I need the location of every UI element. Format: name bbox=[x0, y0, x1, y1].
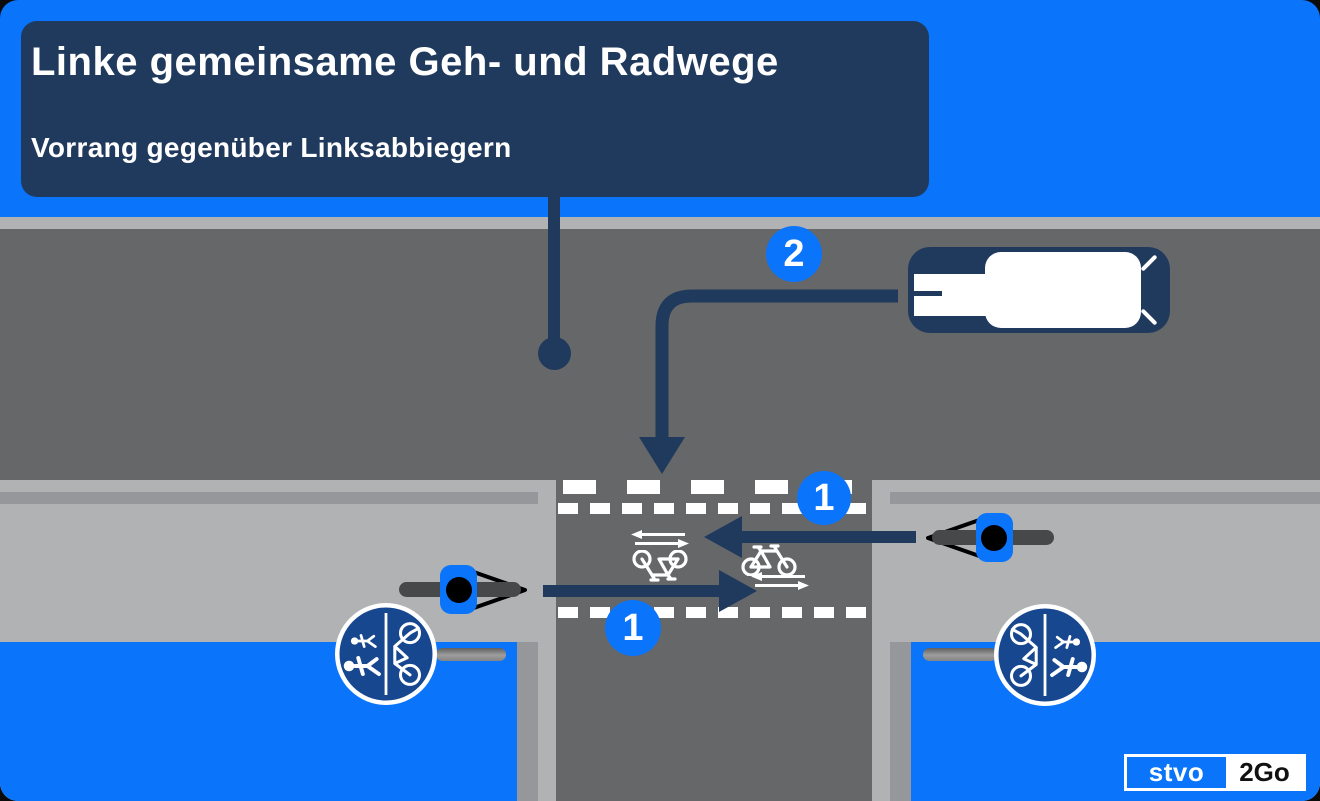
logo-part-stvo: stvo bbox=[1127, 757, 1226, 788]
cyclist-arrow-from-right bbox=[704, 516, 916, 558]
badge-label: 1 bbox=[622, 606, 644, 649]
curb-side-road-right bbox=[890, 642, 911, 801]
pointer-dot bbox=[538, 337, 571, 370]
car-rear-light bbox=[1140, 254, 1158, 272]
crossing-dashes-bottom bbox=[558, 607, 872, 618]
curb-left bbox=[0, 492, 538, 504]
cyclist-head bbox=[981, 525, 1007, 551]
junction-edge-dashes bbox=[563, 480, 872, 494]
cyclist-top-view-right bbox=[925, 508, 1055, 568]
sign-post-left bbox=[436, 648, 506, 661]
shared-path-sign-right bbox=[994, 604, 1096, 706]
step-badge-1-left: 1 bbox=[605, 600, 661, 656]
shared-path-left bbox=[0, 642, 517, 801]
stvo2go-logo: stvo 2Go bbox=[1124, 754, 1306, 791]
step-badge-1-right: 1 bbox=[797, 471, 851, 525]
curb-side-road-left bbox=[517, 642, 538, 801]
page-subtitle: Vorrang gegenüber Linksabbiegern bbox=[31, 132, 512, 163]
road-upper-edge-strip bbox=[0, 217, 1320, 229]
cyclist-arrow-from-left bbox=[543, 570, 757, 612]
car-roof bbox=[985, 252, 1141, 328]
curb-right bbox=[890, 492, 1320, 504]
logo-part-2go: 2Go bbox=[1226, 757, 1303, 788]
sign-post-right bbox=[923, 648, 997, 661]
car-hood-line bbox=[908, 291, 942, 296]
left-turn-arrow bbox=[639, 289, 898, 474]
car-top-view-icon bbox=[908, 247, 1170, 333]
badge-label: 1 bbox=[813, 476, 835, 519]
two-way-arrow-marking-left bbox=[631, 530, 689, 548]
step-badge-2: 2 bbox=[766, 226, 822, 282]
badge-label: 2 bbox=[783, 232, 805, 275]
page-title: Linke gemeinsame Geh- und Radwege bbox=[31, 40, 779, 84]
car-rear-light bbox=[1140, 308, 1158, 326]
title-box bbox=[21, 21, 929, 197]
cyclist-head bbox=[446, 577, 472, 603]
cyclist-top-view-left bbox=[398, 560, 528, 620]
pointer-line bbox=[548, 196, 560, 346]
shared-path-sign-left bbox=[335, 603, 437, 705]
crossing-dashes-top bbox=[558, 503, 872, 514]
